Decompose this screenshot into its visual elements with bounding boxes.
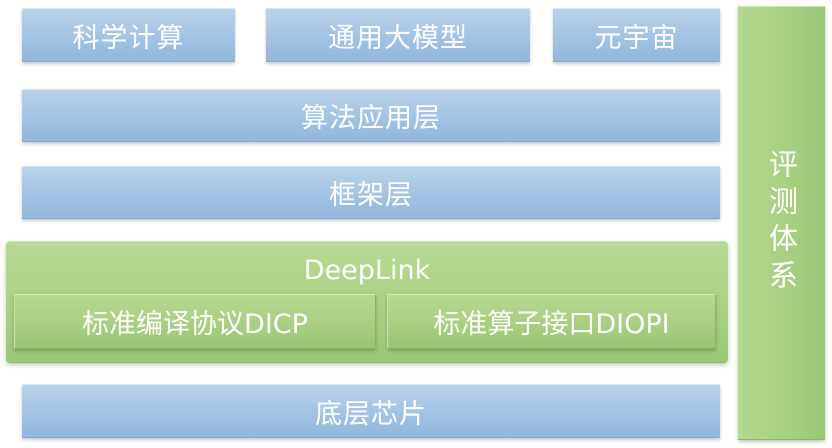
bottom-chip-layer-box: 底层芯片 bbox=[22, 384, 720, 438]
scientific-computing-label: 科学计算 bbox=[72, 22, 185, 54]
dicp-box: 标准编译协议DICP bbox=[14, 294, 376, 349]
algorithm-application-layer-label: 算法应用层 bbox=[301, 103, 441, 134]
evaluation-system-box: 评测体系 bbox=[738, 6, 825, 440]
general-large-model-box: 通用大模型 bbox=[266, 8, 530, 62]
diopi-box: 标准算子接口DIOPI bbox=[387, 294, 716, 349]
algorithm-application-layer-box: 算法应用层 bbox=[22, 89, 720, 142]
metaverse-box: 元宇宙 bbox=[553, 8, 720, 62]
diopi-label: 标准算子接口DIOPI bbox=[433, 309, 670, 340]
general-large-model-label: 通用大模型 bbox=[328, 22, 468, 54]
deeplink-title: DeepLink bbox=[303, 255, 431, 286]
metaverse-label: 元宇宙 bbox=[594, 22, 679, 54]
framework-layer-box: 框架层 bbox=[22, 166, 720, 219]
bottom-chip-layer-label: 底层芯片 bbox=[315, 398, 427, 430]
framework-layer-label: 框架层 bbox=[329, 180, 413, 211]
scientific-computing-box: 科学计算 bbox=[22, 8, 235, 62]
evaluation-system-label: 评测体系 bbox=[764, 149, 799, 297]
dicp-label: 标准编译协议DICP bbox=[82, 309, 308, 340]
